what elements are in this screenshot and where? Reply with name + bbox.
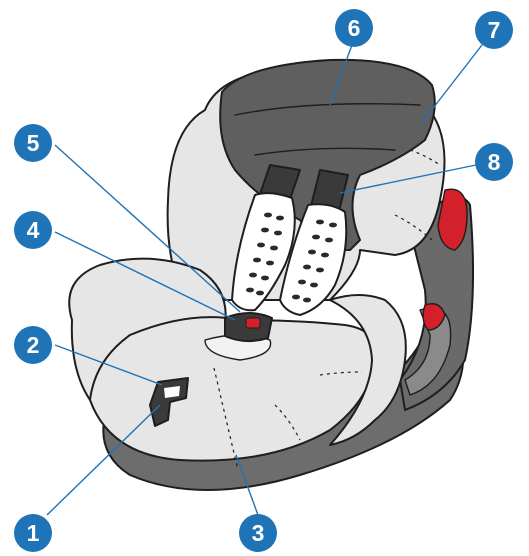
- buckle-release-button: [246, 318, 260, 328]
- callout-2: 2: [14, 326, 52, 364]
- callout-label: 3: [252, 520, 265, 546]
- callout-8: 8: [475, 143, 513, 181]
- callout-5: 5: [14, 124, 52, 162]
- callout-label: 6: [348, 15, 361, 41]
- callout-4: 4: [14, 211, 52, 249]
- callout-label: 2: [27, 332, 40, 358]
- callout-label: 5: [27, 130, 40, 156]
- callout-1: 1: [14, 514, 52, 552]
- callout-label: 8: [488, 149, 501, 175]
- callout-label: 7: [488, 17, 501, 43]
- callout-label: 4: [27, 217, 40, 243]
- side-red-lever-upper: [438, 189, 467, 250]
- callout-3: 3: [239, 514, 277, 552]
- callout-label: 1: [27, 520, 40, 546]
- callout-6: 6: [335, 9, 373, 47]
- callout-7: 7: [475, 11, 513, 49]
